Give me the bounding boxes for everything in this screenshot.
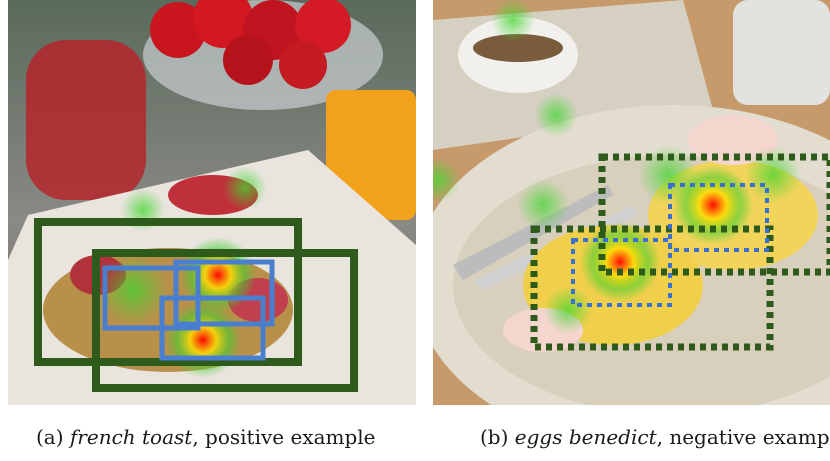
caption-a: (a) french toast, positive example bbox=[36, 425, 376, 449]
french-toast-image bbox=[8, 0, 416, 405]
positive-box-inner bbox=[173, 259, 275, 327]
caption-a-prefix: (a) bbox=[36, 425, 70, 449]
negative-box-outer bbox=[530, 225, 774, 351]
heatmap-blob bbox=[544, 286, 592, 334]
heatmap-blob bbox=[223, 166, 267, 210]
french-toast-scene bbox=[8, 0, 416, 405]
water-glass bbox=[733, 0, 830, 105]
heatmap-blob bbox=[433, 158, 460, 202]
caption-a-suffix: , positive example bbox=[192, 425, 376, 449]
caption-b: (b) eggs benedict, negative example bbox=[480, 425, 830, 449]
heatmap-blob bbox=[534, 93, 578, 137]
negative-box-inner bbox=[668, 183, 769, 252]
jug bbox=[26, 40, 146, 200]
heatmap-hotspot bbox=[180, 237, 256, 313]
negative-box-outer bbox=[598, 153, 830, 276]
caption-b-suffix: , negative example bbox=[656, 425, 830, 449]
positive-box-inner bbox=[159, 295, 266, 361]
eggs-benedict-image bbox=[433, 0, 830, 405]
caption-b-prefix: (b) bbox=[480, 425, 515, 449]
negative-box-inner bbox=[571, 238, 672, 307]
heatmap-hotspot bbox=[673, 165, 753, 245]
heatmap-blob bbox=[745, 147, 801, 203]
eggs-benedict-scene bbox=[433, 0, 830, 405]
heatmap-blob bbox=[98, 255, 168, 325]
caption-a-dish: french toast bbox=[69, 425, 193, 449]
caption-b-dish: eggs benedict bbox=[514, 425, 657, 449]
heatmap-hotspot bbox=[580, 222, 660, 302]
positive-box-outer bbox=[92, 249, 358, 392]
heatmap-blob bbox=[517, 179, 569, 231]
heatmap-blob bbox=[491, 0, 535, 42]
positive-box-outer bbox=[34, 218, 302, 366]
